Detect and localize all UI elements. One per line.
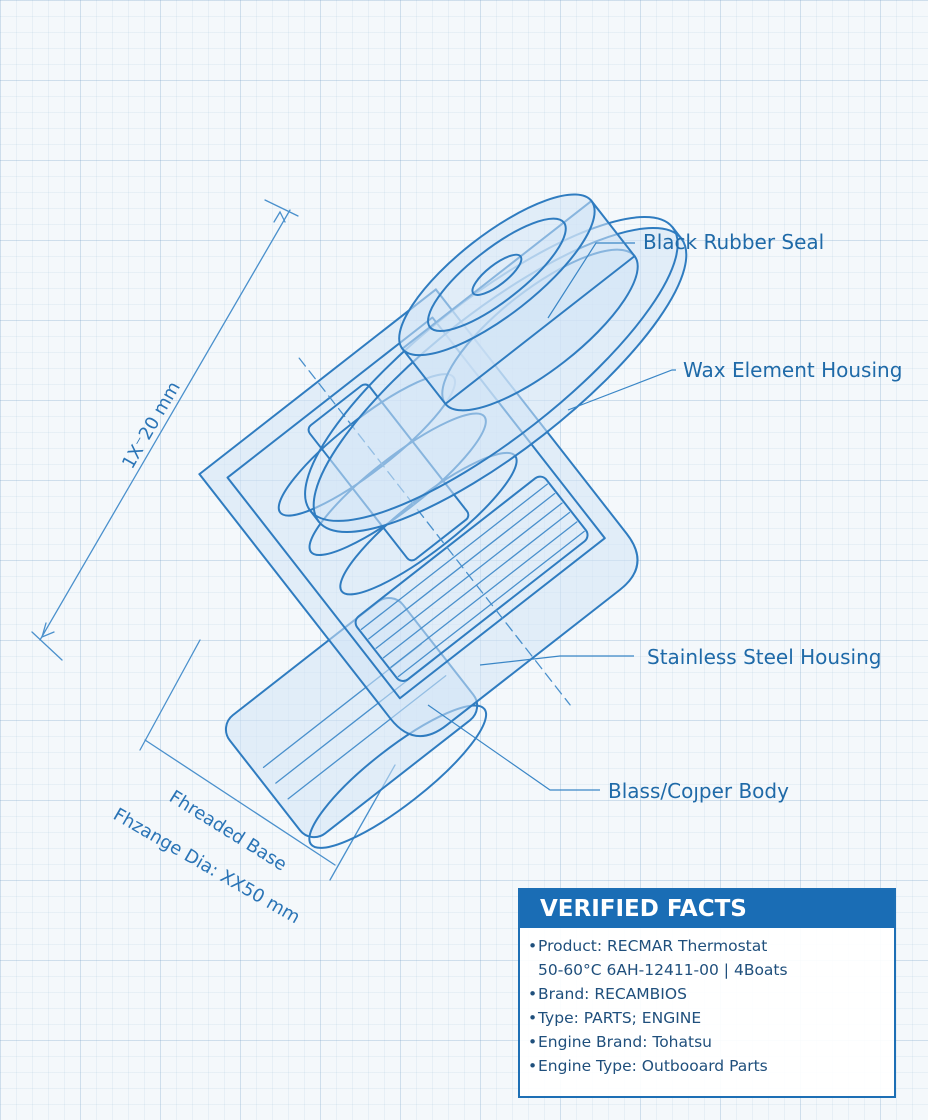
callout-copper-body: Blass/Coȷper Body [608,779,789,803]
callout-black-rubber-seal: Black Rubber Seal [643,230,824,254]
verified-facts-panel: VERIFIED FACTS Product: RECMAR Thermosta… [518,888,896,1098]
fact-type: Type: PARTS; ENGINE [528,1006,886,1030]
wax-element [398,193,639,412]
fact-product-line1: Product: RECMAR Thermostat [538,937,768,955]
fact-brand: Brand: RECAMBIOS [528,982,886,1006]
facts-title: VERIFIED FACTS [520,890,894,928]
callout-stainless-steel-housing: Stainless Steel Housing [647,645,881,669]
fact-product: Product: RECMAR Thermostat 50-60°C 6AH-1… [528,934,886,982]
thermostat-body [198,193,688,849]
facts-list: Product: RECMAR Thermostat 50-60°C 6AH-1… [520,928,894,1078]
callout-leaders [427,242,676,791]
fact-engine-type: Engine Type: Outbooard Parts [528,1054,886,1078]
callout-wax-element-housing: Wax Element Housing [683,358,902,382]
fact-engine-brand: Engine Brand: Tohatsu [528,1030,886,1054]
length-label: 1X⁻20 mm [118,378,185,472]
fact-product-line2: 50-60°C 6AH-12411-00 | 4Boats [538,961,788,979]
